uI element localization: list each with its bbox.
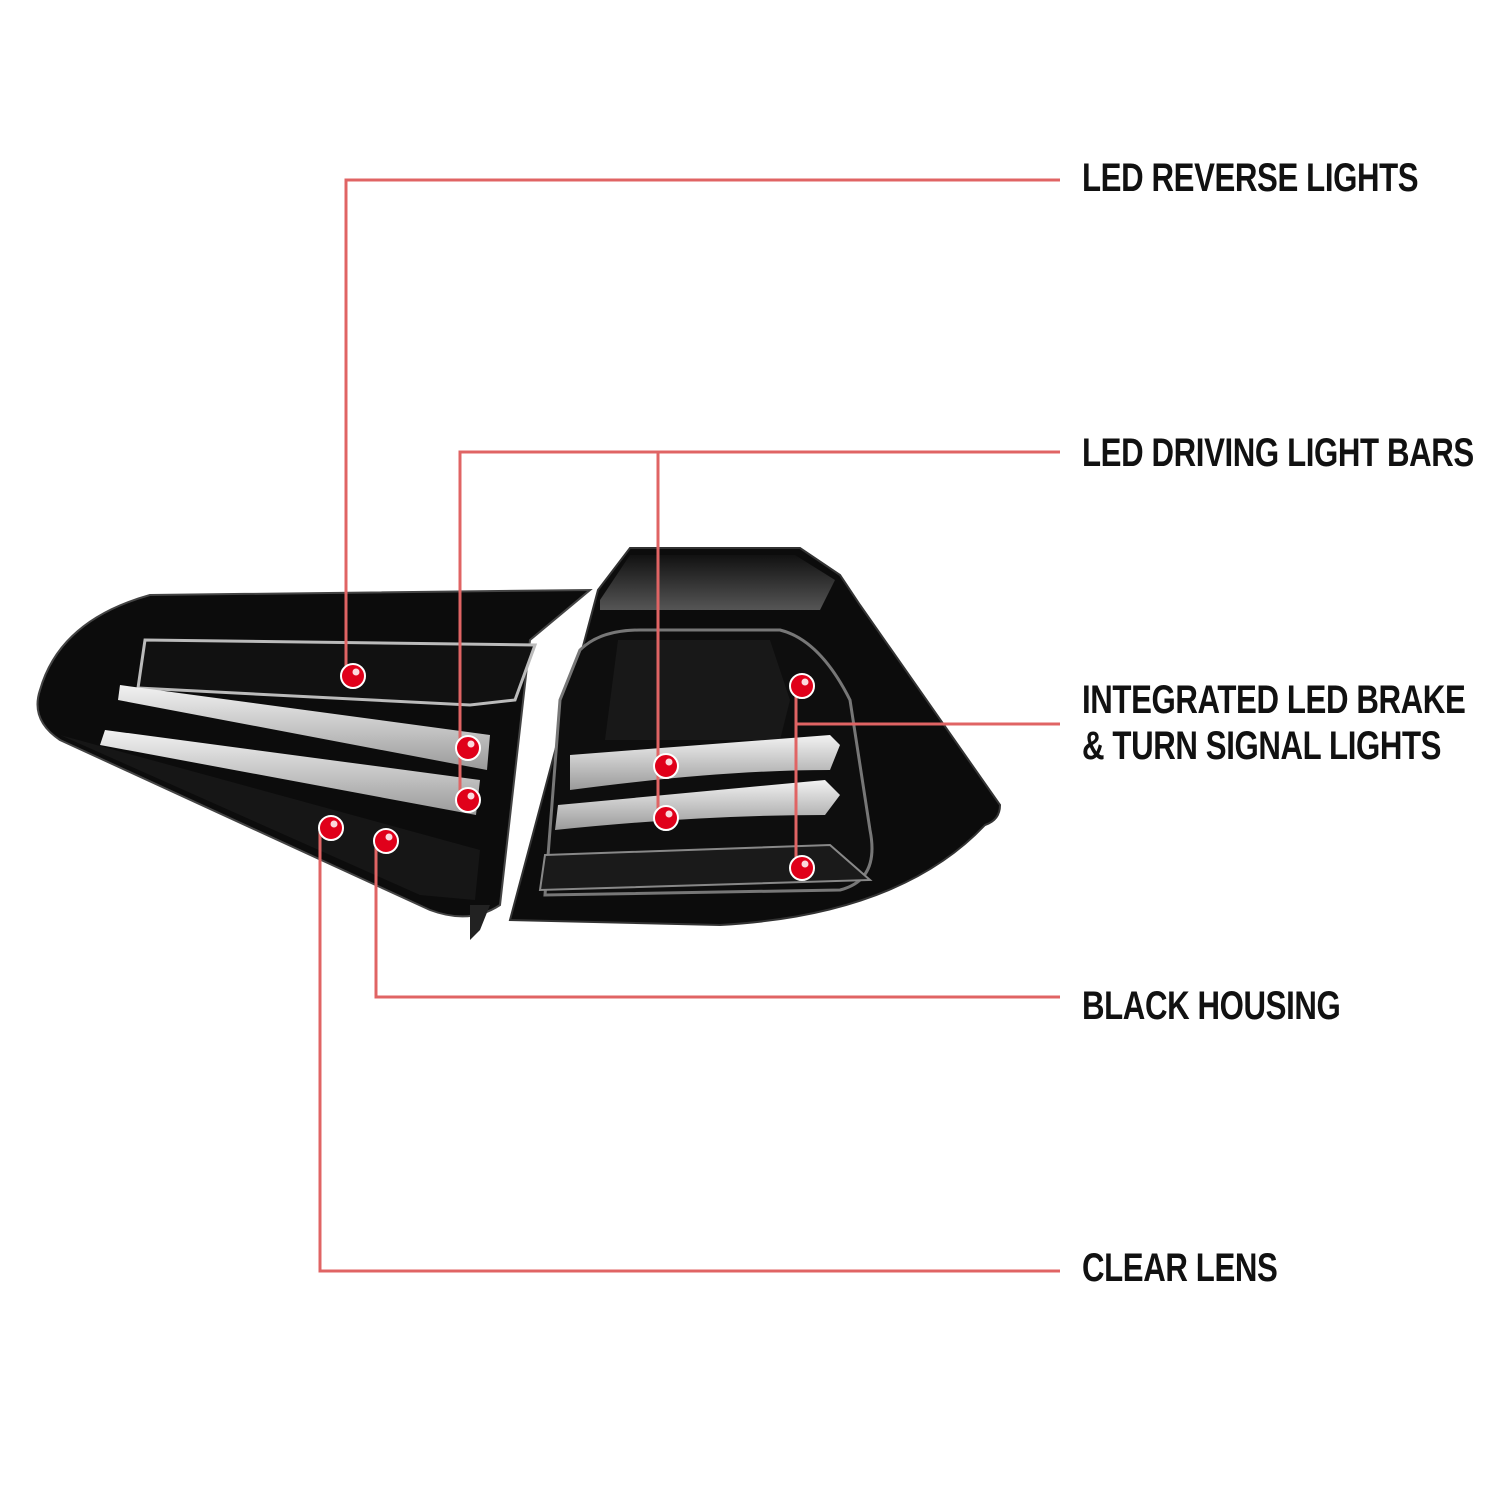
- label-brake-turn-line1: INTEGRATED LED BRAKE: [1082, 678, 1466, 722]
- label-clear-lens: CLEAR LENS: [1082, 1246, 1278, 1290]
- marker-dot: [455, 787, 481, 813]
- label-led-driving-light-bars: LED DRIVING LIGHT BARS: [1082, 431, 1474, 475]
- light-bar: [118, 685, 490, 770]
- light-bar: [555, 780, 840, 830]
- outer-tail-light: [36, 588, 593, 918]
- light-bar: [570, 735, 840, 790]
- marker-dot: [373, 828, 399, 854]
- marker-dot: [455, 735, 481, 761]
- marker-dot: [653, 753, 679, 779]
- label-black-housing: BLACK HOUSING: [1082, 984, 1341, 1028]
- marker-dot: [318, 815, 344, 841]
- marker-dots: [318, 663, 815, 881]
- marker-dot: [653, 805, 679, 831]
- marker-dot: [340, 663, 366, 689]
- light-bar: [100, 730, 480, 815]
- label-led-reverse-lights: LED REVERSE LIGHTS: [1082, 156, 1419, 200]
- marker-dot: [789, 855, 815, 881]
- label-brake-turn-line2: & TURN SIGNAL LIGHTS: [1082, 724, 1442, 768]
- marker-dot: [789, 673, 815, 699]
